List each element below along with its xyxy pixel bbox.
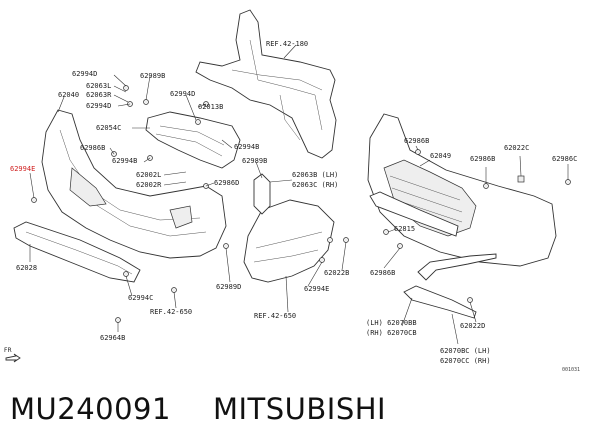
label-62022c: 62022C [504,144,529,152]
part-number: MU240091 [10,392,171,426]
footer-caption: MU240091 MITSUBISHI [10,392,386,426]
label-62986b: 62986B [80,144,105,152]
label-62028: 62028 [16,264,37,272]
leader-lines [29,44,569,345]
label-62994b: 62994B [234,143,259,151]
label-62994e: 62994E [304,285,329,293]
label-62994d: 62994D [86,102,111,110]
front-direction-arrow: FR [4,347,21,363]
callout-labels: REF.42-180 62994D 62063L 62063R 62994D 6… [10,40,580,373]
label-62013b: 62013B [198,103,223,111]
label-62986b: 62986B [470,155,495,163]
label-62989d: 62989D [216,283,241,291]
label-62040: 62040 [58,91,79,99]
label-62815: 62815 [394,225,415,233]
label-62070cc: 62070CC (RH) [440,357,491,365]
label-62049: 62049 [430,152,451,160]
garnish-upper [417,253,497,281]
ref-42-180: REF.42-180 [266,40,308,48]
label-62070bb: (LH) 62070BB [366,319,417,327]
label-62964b: 62964B [100,334,125,342]
ref-42-650: REF.42-650 [150,308,192,316]
label-62986c: 62986C [552,155,577,163]
label-62063b: 62063B (LH) [292,171,338,179]
fender-splash-shield [243,199,335,283]
label-62054c: 62054C [96,124,121,132]
label-62986d: 62986D [214,179,239,187]
label-62986b: 62986B [404,137,429,145]
label-62063l: 62063L [86,82,111,90]
label-62070cb: (RH) 62070CB [366,329,417,337]
label-62002l: 62002L [136,171,161,179]
label-62994e-highlighted: 62994E [10,165,35,173]
label-62989b: 62989B [140,72,165,80]
garnish-lower [403,285,477,319]
front-bumper-left [41,109,227,259]
lower-skid-plate [13,221,141,283]
label-62002r: 62002R [136,181,162,189]
label-62022b: 62022B [324,269,349,277]
upper-bumper-bracket [145,111,241,169]
label-62994d: 62994D [72,70,97,78]
fr-label: FR [4,347,12,354]
radiator-support-frame [195,9,337,159]
label-62063r: 62063R [86,91,112,99]
label-62994c: 62994C [128,294,153,302]
side-bracket [253,173,271,215]
label-62986b: 62986B [370,269,395,277]
front-bumper-right [367,113,557,267]
ref-42-650: REF.42-650 [254,312,296,320]
label-62989b: 62989B [242,157,267,165]
label-62070bc: 62070BC (LH) [440,347,491,355]
figure-number: 001031 [562,367,580,373]
label-62994d: 62994D [170,90,195,98]
label-62994b: 62994B [112,157,137,165]
label-62063c: 62063C (RH) [292,181,338,189]
brand-name: MITSUBISHI [212,392,387,426]
lower-grille-strip [369,191,459,237]
label-62022d: 62022D [460,322,485,330]
parts-diagram: FR REF.42-180 62994D 62063L 62063R 62994… [4,9,580,373]
